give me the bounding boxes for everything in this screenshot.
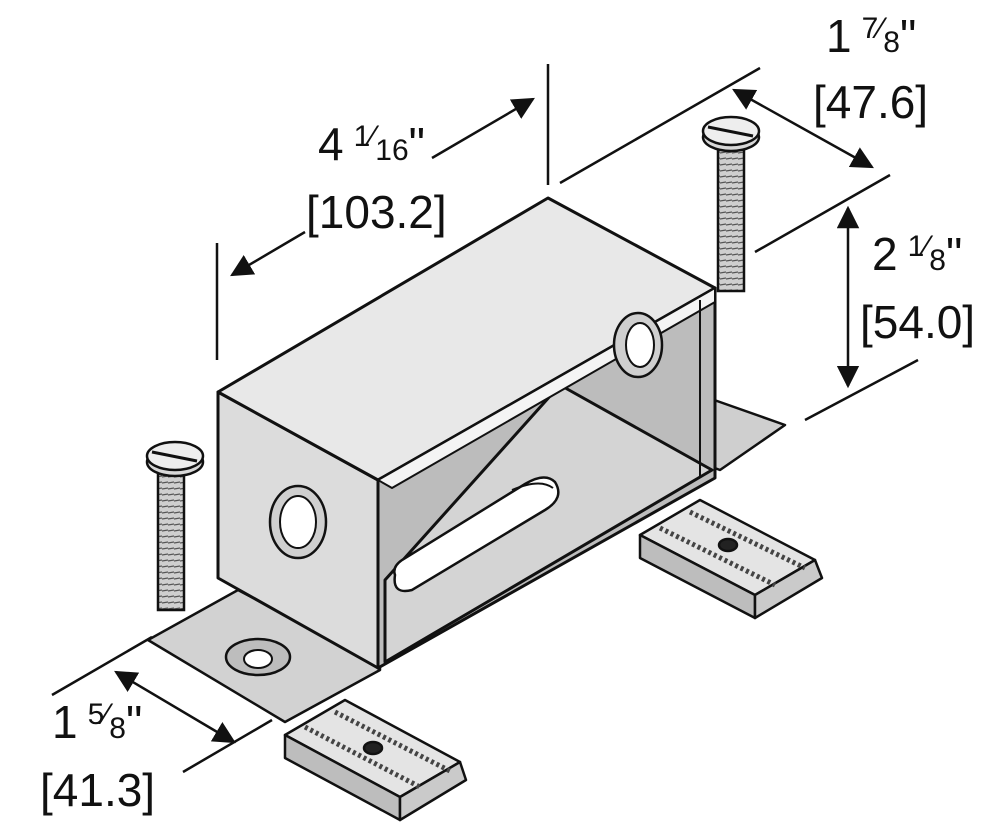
left-screw-shank xyxy=(156,466,186,612)
flange-metric: [41.3] xyxy=(40,764,155,816)
channel-nut-left-hole xyxy=(362,740,384,756)
length-metric: [103.2] xyxy=(306,186,447,238)
length-inch-mark: " xyxy=(409,118,425,170)
width-numerator: 7 xyxy=(862,12,879,45)
width-denominator: 8 xyxy=(883,26,900,59)
svg-text:15⁄8": 15⁄8" xyxy=(52,696,142,748)
right-screw-slot xyxy=(707,125,754,138)
flange-numerator: 5 xyxy=(88,698,105,731)
extension-line-width-top xyxy=(559,66,761,185)
extension-line-flange-bottom xyxy=(182,718,273,774)
floor-slot xyxy=(393,476,560,593)
length-denominator: 16 xyxy=(375,134,408,167)
flange-arrow xyxy=(114,670,236,744)
width-arrow xyxy=(732,88,874,169)
left-screw-slot xyxy=(151,450,198,463)
height-whole: 2 xyxy=(872,228,898,280)
extension-line-flange-top xyxy=(51,635,153,697)
flange-inch-mark: " xyxy=(126,696,142,748)
flange-denominator: 8 xyxy=(109,712,126,745)
extension-lines xyxy=(51,64,919,774)
extension-line-height-bottom xyxy=(804,358,919,422)
right-screw-shank xyxy=(716,141,746,293)
svg-text:41⁄16": 41⁄16" xyxy=(318,118,425,170)
length-numerator: 1 xyxy=(354,120,371,153)
channel-nut-left xyxy=(283,698,468,822)
left-screw xyxy=(145,440,205,612)
length-arrow-upper xyxy=(431,97,535,160)
height-inch-mark: " xyxy=(946,228,962,280)
box-inner-floor xyxy=(383,383,714,664)
extension-line-width-bottom xyxy=(754,173,891,254)
height-numerator: 1 xyxy=(908,230,925,263)
right-screw xyxy=(701,115,761,293)
height-denominator: 8 xyxy=(929,244,946,277)
width-inch-mark: " xyxy=(900,10,916,62)
channel-nut-right xyxy=(638,498,824,620)
flange-hole xyxy=(224,637,292,677)
height-metric: [54.0] xyxy=(860,296,975,348)
width-whole: 1 xyxy=(826,10,852,62)
end-face-hole xyxy=(268,484,328,560)
length-arrow-lower xyxy=(230,230,306,277)
flange-whole: 1 xyxy=(52,696,78,748)
svg-text:17⁄8": 17⁄8" xyxy=(826,10,916,62)
svg-text:21⁄8": 21⁄8" xyxy=(872,228,962,280)
box-bracket xyxy=(216,196,717,670)
length-whole: 4 xyxy=(318,118,344,170)
back-wall-hole xyxy=(612,311,664,379)
dimension-arrows xyxy=(114,88,874,744)
width-metric: [47.6] xyxy=(813,76,928,128)
channel-nut-right-hole xyxy=(717,537,739,553)
